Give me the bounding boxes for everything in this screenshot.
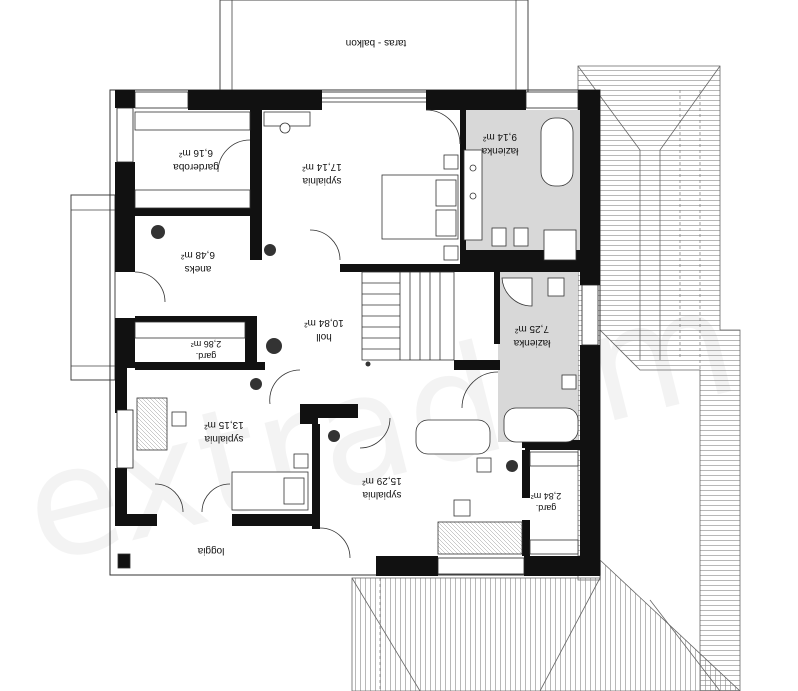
room-name: sypialnia: [362, 489, 401, 500]
room-gard-1: gard. 2,86 m²: [191, 339, 222, 361]
terrace: [219, 0, 529, 93]
room-gard-2: gard. 2,84 m²: [531, 491, 562, 513]
room-lazienka-2: łazienka 7,25 m²: [513, 323, 550, 348]
room-sypialnia-1: sypialnia 17,14 m²: [302, 161, 342, 186]
room-area: 2,84 m²: [531, 491, 562, 501]
room-area: 17,14 m²: [302, 161, 342, 172]
loggia-label: loggia: [197, 545, 224, 556]
room-area: 10,84 m²: [304, 317, 344, 328]
ceiling-light: [250, 378, 262, 390]
walls: [115, 90, 600, 576]
side-balcony: [70, 194, 116, 381]
room-area: 13,15 m²: [204, 419, 244, 430]
roof-bottom: [351, 559, 741, 691]
room-name: gard.: [196, 351, 217, 361]
terrace-label: taras - balkon: [346, 37, 407, 48]
room-garderoba: garderoba 6,16 m²: [173, 147, 219, 172]
room-aneks: aneks 6,48 m²: [180, 249, 215, 274]
room-area: 7,25 m²: [514, 323, 549, 334]
windows: [116, 91, 599, 575]
room-name: łazienka: [481, 145, 518, 156]
room-area: 2,86 m²: [191, 339, 222, 349]
room-name: gard.: [536, 503, 557, 513]
room-name: aneks: [185, 263, 212, 274]
ceiling-light: [151, 225, 165, 239]
ceiling-light: [264, 244, 276, 256]
staircase: [361, 271, 455, 361]
ceiling-light: [328, 430, 340, 442]
room-sypialnia-2: sypialnia 13,15 m²: [204, 419, 244, 444]
room-area: 15,29 m²: [362, 475, 402, 486]
light-fixtures: [151, 225, 518, 472]
room-lazienka-1: łazienka 9,14 m²: [481, 131, 518, 156]
building-outline: [109, 89, 601, 576]
room-name: sypialnia: [204, 433, 243, 444]
room-area: 6,16 m²: [178, 147, 213, 158]
bathtub-1: [540, 117, 574, 187]
room-name: garderoba: [173, 161, 219, 172]
room-sypialnia-3: sypialnia 15,29 m²: [362, 475, 402, 500]
room-name: łazienka: [513, 337, 550, 348]
bathtub-3: [415, 419, 491, 455]
room-area: 6,48 m²: [180, 249, 215, 260]
bathtub-2: [503, 407, 579, 443]
doors: [134, 109, 499, 559]
ceiling-light: [506, 460, 518, 472]
furniture: [117, 111, 579, 569]
room-hol: holl 10,84 m²: [304, 317, 344, 342]
room-name: holl: [316, 331, 332, 342]
ceiling-light: [266, 338, 282, 354]
room-name: sypialnia: [302, 175, 341, 186]
room-area: 9,14 m²: [482, 131, 517, 142]
